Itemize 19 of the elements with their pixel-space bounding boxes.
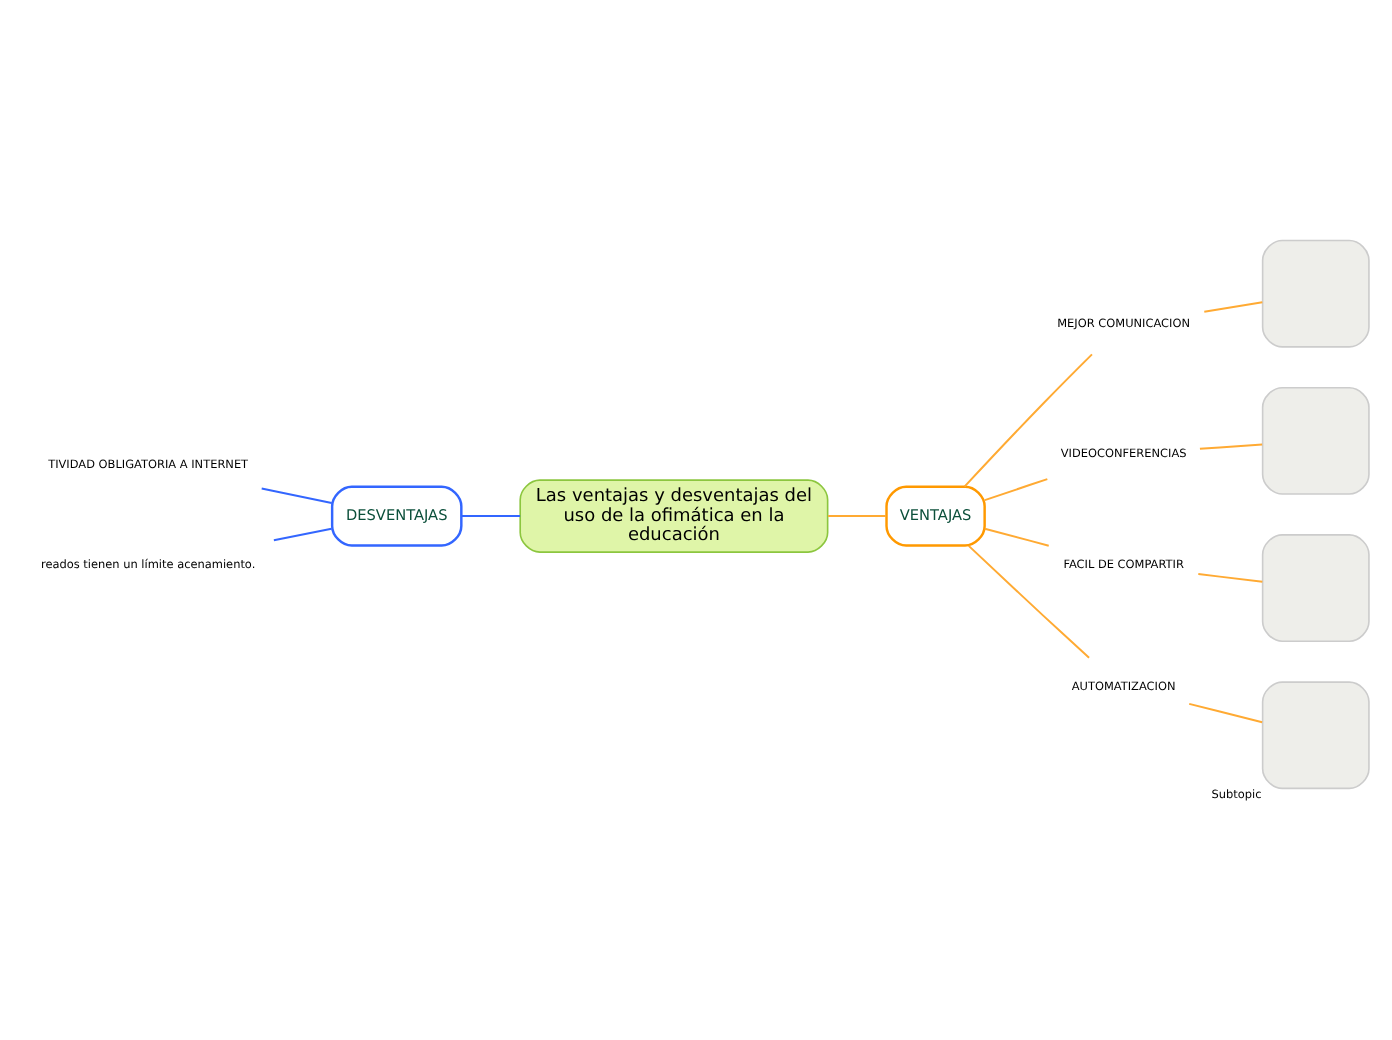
connector [272,526,333,541]
node-box: VENTAJAS [885,484,986,546]
connector [1203,300,1264,312]
node-box [1261,680,1370,789]
connector [1198,442,1264,449]
connector [967,543,1091,658]
connector [1197,572,1264,582]
node-box [1261,533,1370,642]
node-box [1261,385,1370,494]
node-box: DESVENTAJAS [330,484,463,546]
connector [963,352,1093,487]
connector [983,477,1049,501]
connector [827,514,888,517]
connector [983,526,1050,546]
connector [1188,701,1264,723]
node-box [1261,238,1370,347]
connector [260,486,333,503]
node-box: Las ventajas y desventajas del uso de la ofimática en la educación [519,478,829,552]
connector [460,514,522,517]
